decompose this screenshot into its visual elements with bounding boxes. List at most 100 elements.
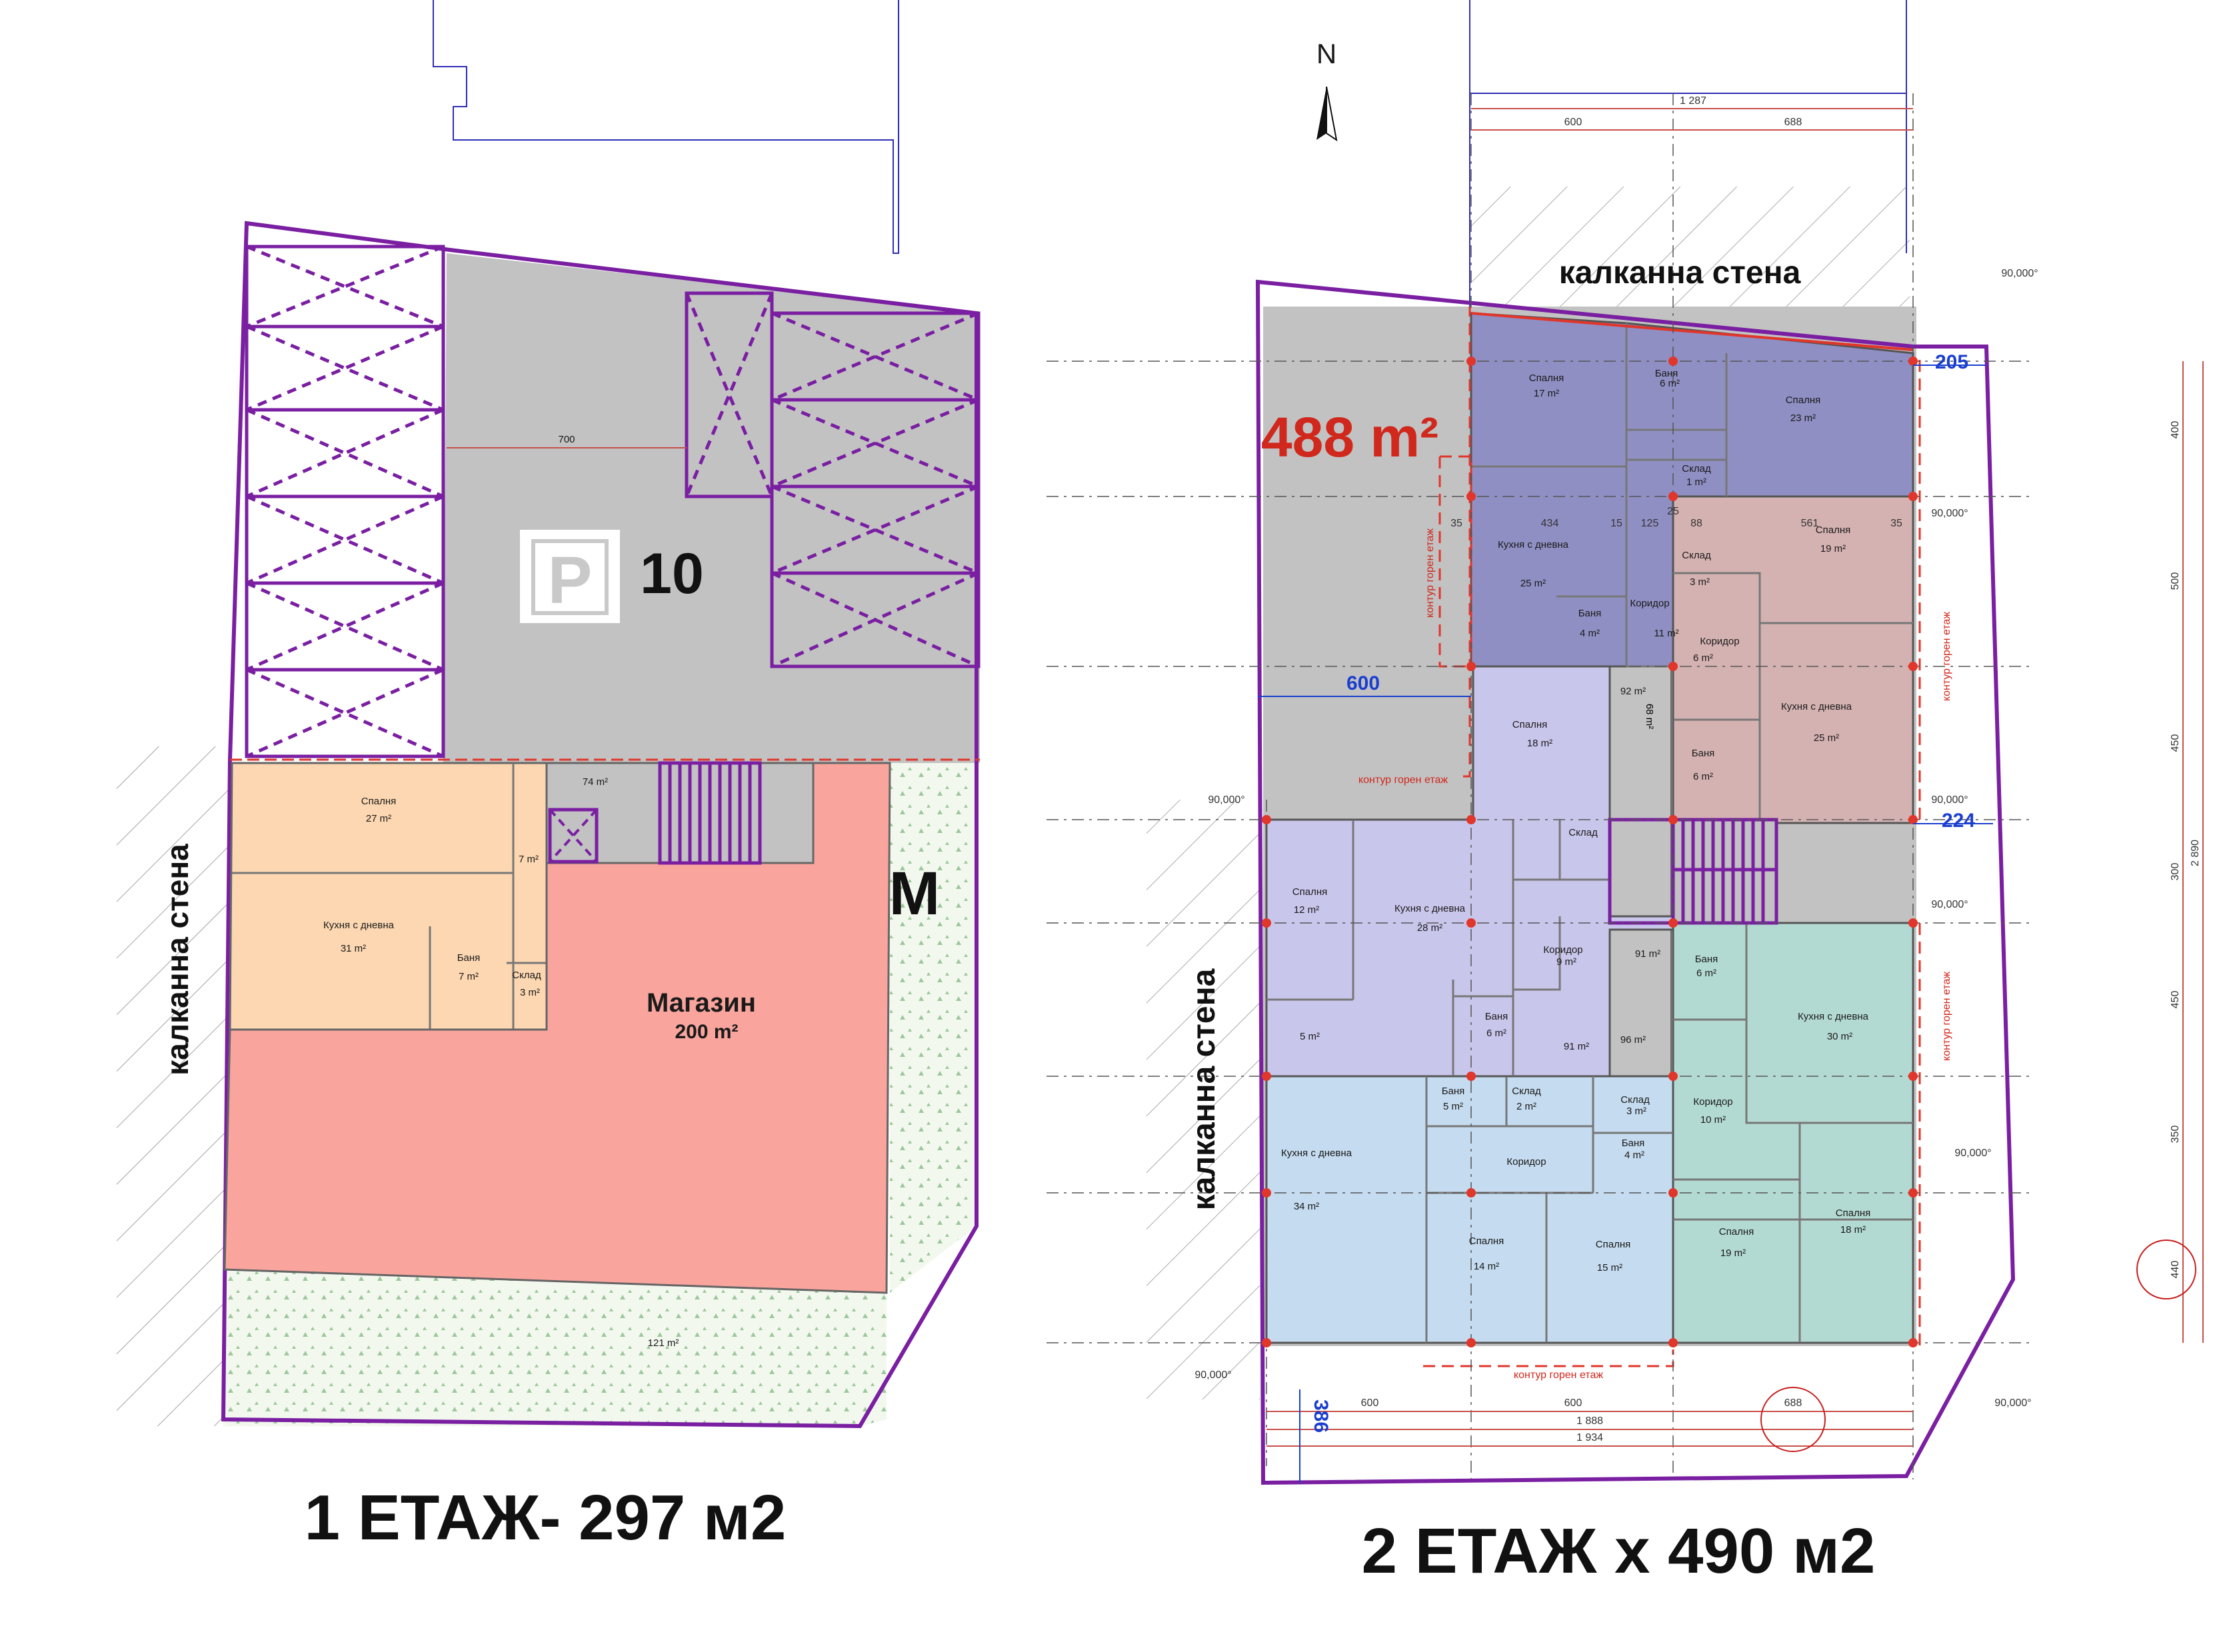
- f2-dim-right-5: 350: [2170, 1126, 2181, 1144]
- floor2-plan: N 1 287 600 688 600 600 688 1 888 1 934 …: [1047, 0, 2204, 1587]
- f2-a-room-2-name: Спалня: [1786, 395, 1820, 406]
- f2-dim-bot-c: 688: [1784, 1397, 1802, 1409]
- f2-dim-top-a: 600: [1564, 117, 1582, 128]
- f2-c-room-0-area: 18 m²: [1527, 738, 1552, 749]
- f2-inner-dim-2: 15: [1610, 518, 1622, 529]
- f2-angle-3: 90,000°: [1208, 794, 1244, 806]
- f2-d-room-1-area: 30 m²: [1827, 1031, 1852, 1042]
- f2-total-area: 488 m²: [1261, 406, 1438, 468]
- f2-e-room-5-name: Баня: [1622, 1138, 1645, 1149]
- f1-elevator: [548, 808, 599, 864]
- f2-inner-dim-1: 434: [1541, 518, 1559, 529]
- f2-b-room-1-area: 3 m²: [1690, 576, 1710, 588]
- f1-room-2-name: Кухня с дневна: [323, 920, 395, 931]
- f2-dim-right-1: 500: [2170, 572, 2181, 590]
- f2-e-room-7-name: Спалня: [1596, 1239, 1630, 1250]
- f2-b-room-2-area: 6 m²: [1693, 652, 1713, 664]
- f1-room-4-name: Склад: [512, 970, 541, 981]
- f2-dim-right-total: 2 890: [2190, 840, 2201, 866]
- f1-stair-treads: [668, 763, 752, 863]
- f2-angle-6: 90,000°: [1954, 1148, 1991, 1159]
- f2-e-room-4-name: Склад: [1620, 1094, 1650, 1106]
- f2-b-room-1-name: Склад: [1682, 550, 1711, 561]
- f1-room-1-name: Спалня: [361, 796, 396, 807]
- f2-dim-right-0: 400: [2170, 421, 2181, 439]
- f2-a-room-6-name: Коридор: [1630, 598, 1669, 609]
- f2-c-room-2-name: Кухня с дневна: [1394, 903, 1466, 914]
- f2-contour-label-5: контур горен етаж: [1514, 1369, 1603, 1381]
- f1-small-area: 7 m²: [519, 854, 539, 865]
- f2-d-room-2-area: 10 m²: [1700, 1114, 1726, 1126]
- parking-sign-icon: [520, 530, 620, 623]
- f2-gable-hatch-left: [1146, 800, 1260, 1399]
- f2-inner-dim-5: 88: [1690, 518, 1702, 529]
- f2-inner-dim-0: 35: [1450, 518, 1462, 529]
- f2-dim-386: 386: [1310, 1399, 1332, 1433]
- f1-parking-spaces-left: [245, 245, 445, 758]
- f2-c-room-6-area: 5 m²: [1300, 1031, 1320, 1042]
- f1-room-3-name: Баня: [457, 952, 481, 964]
- f2-d-room-1-name: Кухня с дневна: [1798, 1011, 1869, 1022]
- f1-room-2-area: 31 m²: [341, 943, 366, 954]
- f2-c-room-3-name: Склад: [1568, 827, 1598, 838]
- f2-stair-treads: [1673, 820, 1776, 923]
- f2-a-room-0-name: Спалня: [1529, 373, 1564, 384]
- f2-a-room-1-name: Баня: [1655, 368, 1678, 379]
- f1-green-area-label: 121 m²: [648, 1337, 679, 1349]
- f2-a-room-3-area: 1 m²: [1686, 476, 1706, 488]
- f2-dim-top-total: 1 287: [1680, 95, 1706, 107]
- f1-room-1-area: 27 m²: [366, 813, 391, 824]
- f2-b-room-4-area: 6 m²: [1693, 771, 1713, 782]
- f2-contour-label-3: контур горен етаж: [1941, 612, 1952, 701]
- f2-dim-224: 224: [1942, 810, 1975, 832]
- f2-c-room-0-name: Спалня: [1512, 719, 1547, 730]
- f2-upper-contour: [1423, 307, 1921, 1367]
- f2-e-room-5-area: 4 m²: [1624, 1150, 1644, 1161]
- floor2-title: 2 ЕТАЖ х 490 м2: [1362, 1515, 1876, 1587]
- f2-dim-right-4: 450: [2170, 991, 2181, 1009]
- f2-c-room-4-name: Коридор: [1543, 944, 1582, 956]
- f2-c-room-1-area: 12 m²: [1294, 904, 1319, 916]
- floor1-plan: 700 P 10 M Спалня 27 m² Кухня с дневна 3…: [117, 0, 981, 1553]
- f2-e-room-1-name: Баня: [1442, 1086, 1465, 1097]
- f2-contour-label-1: контур горен етаж: [1358, 774, 1448, 786]
- f2-dim-right-6: 440: [2170, 1261, 2181, 1279]
- parking-symbol: P: [548, 543, 593, 618]
- f2-dim-bot-e: 1 934: [1576, 1432, 1603, 1443]
- f2-a-room-5-name: Баня: [1578, 608, 1602, 619]
- floor1-title: 1 ЕТАЖ- 297 м2: [305, 1482, 787, 1553]
- f2-inner-dim-6: 561: [1801, 518, 1819, 529]
- north-arrow-icon: N: [1316, 38, 1338, 142]
- f1-parking-floor: [443, 253, 980, 763]
- f2-e-room-6-area: 14 m²: [1474, 1261, 1499, 1272]
- f2-core-area-2: 91 m²: [1635, 948, 1660, 960]
- f2-core-area-0: 68 m²: [1644, 704, 1655, 729]
- f2-angle-7: 90,000°: [1194, 1369, 1231, 1381]
- f2-dim-right-2: 450: [2170, 734, 2181, 752]
- f2-a-room-4-area: 25 m²: [1520, 578, 1546, 589]
- f2-contour-label-2: контур горен етаж: [1424, 528, 1436, 618]
- parking-count: 10: [640, 542, 704, 606]
- f2-b-room-2-name: Коридор: [1700, 636, 1739, 647]
- f2-dim-600: 600: [1346, 672, 1380, 694]
- f2-a-room-4-name: Кухня с дневна: [1498, 539, 1569, 550]
- f2-a-room-3-name: Склад: [1682, 463, 1711, 474]
- f2-interior-walls: [1266, 323, 1913, 1343]
- f2-a-room-1-area: 6 m²: [1660, 378, 1680, 389]
- f2-e-room-4-area: 3 m²: [1626, 1106, 1646, 1117]
- f2-c-room-1-name: Спалня: [1292, 886, 1327, 898]
- f1-shop-name: Магазин: [647, 988, 756, 1018]
- f1-room-4-area: 3 m²: [520, 987, 540, 998]
- f2-apartment-d: [1672, 922, 1914, 1344]
- f1-room-3-area: 7 m²: [459, 971, 479, 982]
- f2-angle-1: 90,000°: [2001, 268, 2038, 279]
- f2-core-area-1: 92 m²: [1620, 686, 1646, 697]
- f1-gable-hatch: [117, 746, 230, 1426]
- f2-dim-right-3: 300: [2170, 863, 2181, 881]
- f2-d-room-2-name: Коридор: [1693, 1096, 1732, 1108]
- f2-angle-2: 90,000°: [1931, 508, 1968, 519]
- f2-c-room-5-name: Баня: [1485, 1011, 1508, 1022]
- f2-column-markers: [1262, 357, 1918, 1347]
- f1-dim-700: 700: [558, 434, 575, 445]
- neighbour-outline-f1: [433, 0, 899, 254]
